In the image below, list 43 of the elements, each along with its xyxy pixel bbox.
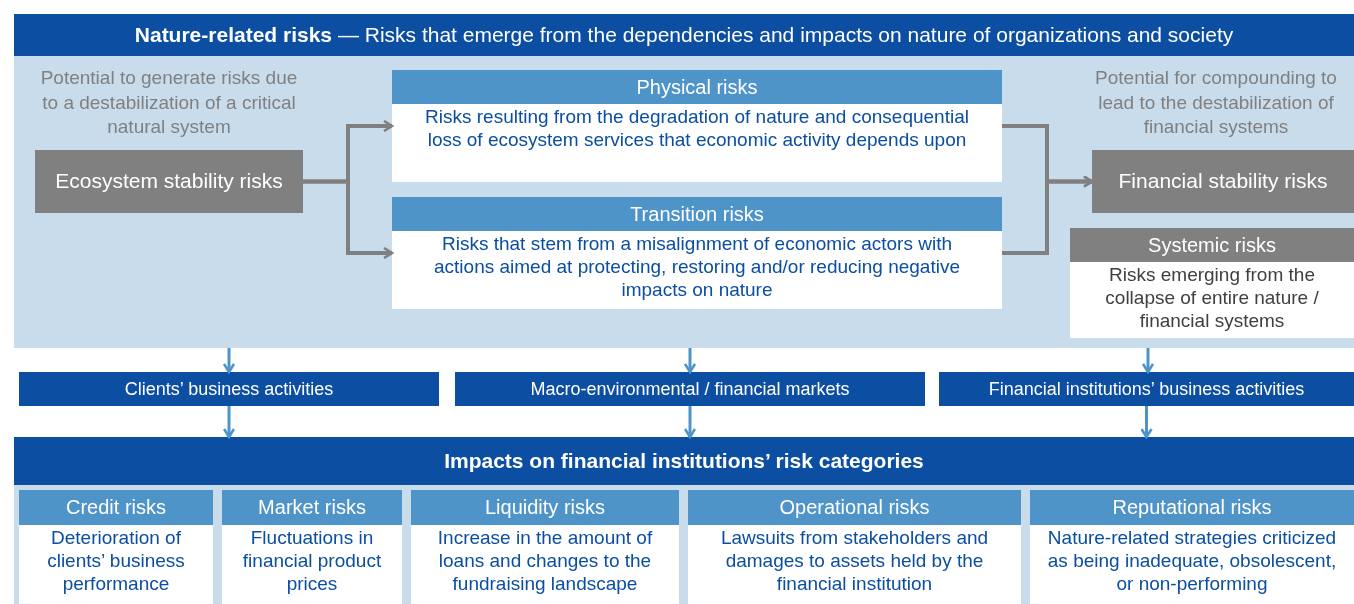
card-text: Risks emerging from the collapse of entire nature / financial systems — [1070, 262, 1354, 338]
arrow — [222, 406, 236, 439]
banner-heading: Nature-related risks — Risks that emerge from the dependencies and impacts on nature of organizations and society — [14, 14, 1354, 56]
card-heading: Transition risks — [392, 197, 1002, 231]
note-text: Potential for compounding to lead to the destabilization of financial systems — [1094, 66, 1338, 140]
card-text: Risks that stem from a misalignment of economic actors with actions aimed at protecting, restoring and/or reducing negative impacts on nature — [392, 231, 1002, 309]
risk-panel — [14, 437, 1354, 604]
risk-box: Ecosystem stability risks — [35, 150, 303, 213]
card-heading: Physical risks — [392, 70, 1002, 104]
arrow — [683, 348, 697, 374]
card-text: Lawsuits from stakeholders and damages to assets held by the financial institution — [688, 525, 1021, 604]
channel-box: Clients’ business activities — [19, 372, 439, 406]
card-heading: Systemic risks — [1070, 228, 1354, 262]
card-text: Fluctuations in financial product prices — [222, 525, 402, 604]
risk-card — [688, 490, 1021, 604]
risk-card — [19, 490, 213, 604]
card-heading: Liquidity risks — [411, 490, 679, 525]
risk-card — [411, 490, 679, 604]
card-text: Deterioration of clients’ business performance — [19, 525, 213, 604]
arrow — [683, 406, 697, 439]
risk-box: Financial stability risks — [1092, 150, 1354, 213]
risk-card — [392, 197, 1002, 309]
card-text: Nature-related strategies criticized as being inadequate, obsolescent, or non-performing — [1030, 525, 1354, 604]
arrow — [1140, 406, 1153, 439]
card-text: Increase in the amount of loans and changes to the fundraising landscape — [411, 525, 679, 604]
card-text: Risks resulting from the degradation of nature and consequential loss of ecosystem services that economic activity depends upon — [392, 104, 1002, 182]
risk-card — [1070, 228, 1354, 338]
risk-panel — [14, 14, 1354, 348]
channel-box: Financial institutions’ business activities — [939, 372, 1354, 406]
card-heading: Operational risks — [688, 490, 1021, 525]
card-heading: Reputational risks — [1030, 490, 1354, 525]
arrow — [1141, 348, 1155, 374]
arrow — [222, 348, 236, 374]
arrow — [303, 179, 394, 260]
card-heading: Credit risks — [19, 490, 213, 525]
arrow — [1002, 175, 1094, 255]
card-heading: Market risks — [222, 490, 402, 525]
risk-card — [392, 70, 1002, 182]
banner-heading: Impacts on financial institutions’ risk categories — [14, 437, 1354, 485]
note-text: Potential to generate risks due to a destabilization of a critical natural system — [39, 66, 299, 140]
risk-card — [1030, 490, 1354, 604]
risk-card — [222, 490, 402, 604]
channel-box: Macro-environmental / financial markets — [455, 372, 925, 406]
